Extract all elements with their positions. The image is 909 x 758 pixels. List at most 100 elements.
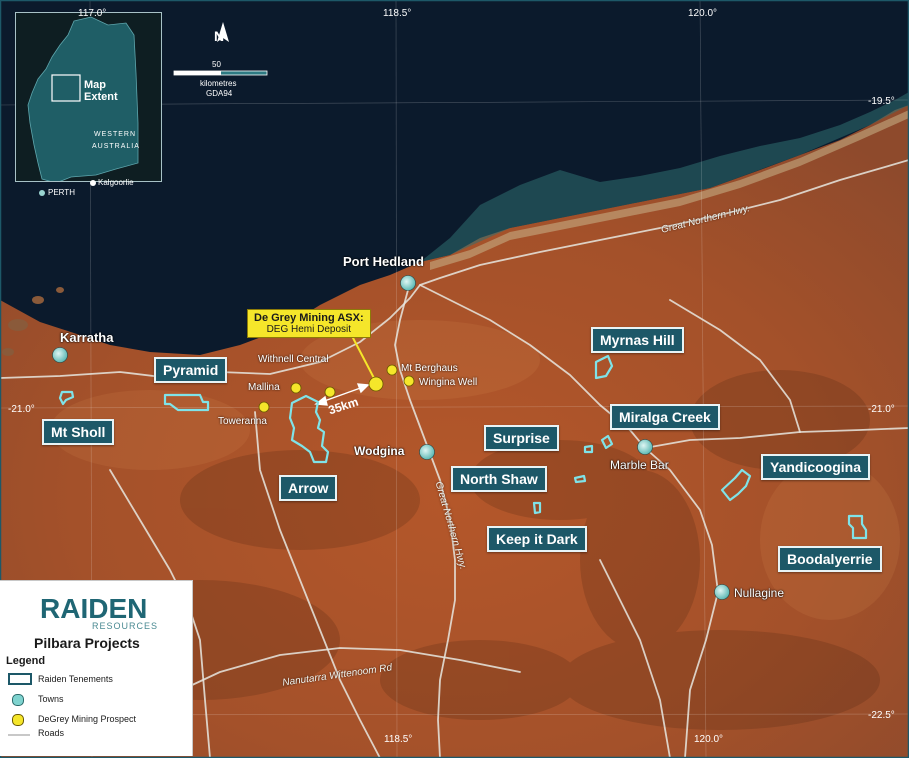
- prospect-label-toweranna: Toweranna: [218, 416, 267, 427]
- prospect-label-withnell: Withnell Central: [258, 354, 329, 365]
- north-label: N: [214, 28, 225, 44]
- legend-prospect-icon: [12, 714, 24, 726]
- town-marble-bar: [637, 439, 653, 455]
- grid-lon-120-bottom: 120.0°: [694, 734, 724, 745]
- prospect-wingina-well: [403, 375, 415, 387]
- islands: [2, 287, 64, 356]
- tenement-keep-it-dark: [532, 501, 542, 515]
- town-label-wodgina: Wodgina: [354, 444, 405, 458]
- coastal-shallows: [420, 92, 909, 262]
- town-nullagine: [714, 584, 730, 600]
- legend-item-tenements: Raiden Tenements: [38, 674, 113, 684]
- tenement-yandicoogina: [720, 468, 752, 502]
- prospect-withnell: [324, 386, 336, 398]
- town-label-karratha: Karratha: [60, 330, 114, 345]
- prospect-label-mt-berghaus: Mt Berghaus: [401, 363, 458, 374]
- prospect-mt-berghaus: [386, 364, 398, 376]
- tenement-boodalyerrie: [847, 514, 868, 540]
- tenement-pyramid: [163, 393, 210, 412]
- towns-markers: [52, 275, 730, 600]
- mainland: [0, 105, 909, 758]
- legend-tenement-icon: [8, 673, 32, 685]
- road-south-centre: [599, 559, 671, 758]
- great-northern-hwy: [394, 289, 456, 758]
- project-label-boodalyerrie: Boodalyerrie: [778, 546, 882, 572]
- inset-canvas: [27, 16, 139, 181]
- town-karratha: [52, 347, 68, 363]
- town-wodgina: [419, 444, 435, 460]
- tenement-myrnas-hill: [594, 354, 614, 380]
- inset-map: Map Extent WESTERN AUSTRALIA: [15, 12, 162, 182]
- grid-lat-19-5: -19.5°: [868, 96, 895, 107]
- terrain-texture: [60, 370, 880, 730]
- legend-town-icon: [12, 694, 24, 706]
- tenement-miralga-creek: [600, 434, 614, 450]
- map-extent-box: [51, 74, 81, 102]
- grid-lon-118-5-bottom: 118.5°: [384, 734, 413, 745]
- town-label-port-hedland: Port Hedland: [343, 254, 424, 269]
- project-label-surprise: Surprise: [484, 425, 559, 451]
- town-label-marble-bar: Marble Bar: [610, 458, 669, 472]
- scale-distance: 50: [212, 60, 221, 69]
- callout-line1: De Grey Mining ASX:: [254, 312, 364, 324]
- nanutarra-rd: [159, 647, 521, 701]
- kalgoorlie-dot: [90, 180, 96, 186]
- map-extent-label: Map Extent: [84, 79, 118, 103]
- legend-road-icon: [8, 734, 30, 736]
- project-label-arrow: Arrow: [279, 475, 338, 501]
- scale-bar: [173, 22, 268, 76]
- north-arrow-icon: [217, 22, 229, 42]
- road-marble-bar-east: [644, 427, 909, 449]
- project-label-north-shaw: North Shaw: [451, 466, 547, 492]
- legend-title: Pilbara Projects: [34, 635, 140, 651]
- tenement-north-shaw: [573, 474, 587, 484]
- perth-dot: [39, 190, 45, 196]
- legend-item-towns: Towns: [38, 694, 64, 704]
- grid-lon-120: 120.0°: [688, 8, 718, 19]
- scale-datum: GDA94: [206, 89, 233, 98]
- prospect-toweranna: [258, 401, 270, 413]
- degrey-prospects: [258, 364, 415, 413]
- legend-item-roads: Roads: [38, 728, 65, 738]
- grid-lat-21: -21.0°: [8, 404, 35, 415]
- tenement-mt-sholl: [58, 390, 75, 406]
- tenement-arrow: [288, 394, 330, 464]
- raiden-tenements: [58, 354, 868, 540]
- legend-panel: RAIDEN RESOURCES Pilbara Projects Legend…: [0, 580, 193, 756]
- project-label-pyramid: Pyramid: [154, 357, 228, 383]
- tenement-surprise: [583, 444, 594, 454]
- inset-perth-label: PERTH: [48, 188, 75, 197]
- prospect-mallina: [290, 382, 302, 394]
- degrey-callout: De Grey Mining ASX: DEG Hemi Deposit: [247, 309, 371, 338]
- callout-line2: DEG Hemi Deposit: [266, 324, 352, 335]
- scale-units: kilometres: [200, 79, 237, 88]
- prospect-label-wingina-well: Wingina Well: [419, 377, 478, 388]
- project-label-mt-sholl: Mt Sholl: [42, 419, 115, 445]
- project-label-keep-it-dark: Keep it Dark: [487, 526, 587, 552]
- grid-lon-118-5: 118.5°: [383, 8, 412, 19]
- inset-state-line2: AUSTRALIA: [92, 143, 140, 150]
- road-inland-west: [254, 411, 381, 758]
- town-label-nullagine: Nullagine: [734, 586, 785, 600]
- legend-item-prospect: DeGrey Mining Prospect: [38, 714, 137, 724]
- project-label-miralga-creek: Miralga Creek: [610, 404, 720, 430]
- coastal-sand: [430, 110, 909, 270]
- road-marble-bar-nullagine: [644, 447, 719, 758]
- inset-kalgoorlie-label: Kalgoorlie: [98, 178, 134, 187]
- inset-state-line1: WESTERN: [94, 131, 136, 138]
- prospect-hemi: [368, 376, 384, 392]
- grid-lat-21-right: -21.0°: [868, 404, 895, 415]
- raiden-logo: RAIDEN: [40, 593, 148, 624]
- road-east-branch: [669, 299, 801, 433]
- project-label-myrnas-hill: Myrnas Hill: [591, 327, 684, 353]
- project-label-yandicoogina: Yandicoogina: [761, 454, 871, 480]
- grid-lon-117: 117.0°: [78, 8, 107, 19]
- western-australia-shape: [27, 16, 139, 181]
- legend-heading: Legend: [6, 655, 46, 667]
- prospect-label-mallina: Mallina: [248, 382, 280, 393]
- grid-lat-22-5: -22.5°: [868, 710, 895, 721]
- callout-leader: [351, 335, 377, 383]
- town-port-hedland: [400, 275, 416, 291]
